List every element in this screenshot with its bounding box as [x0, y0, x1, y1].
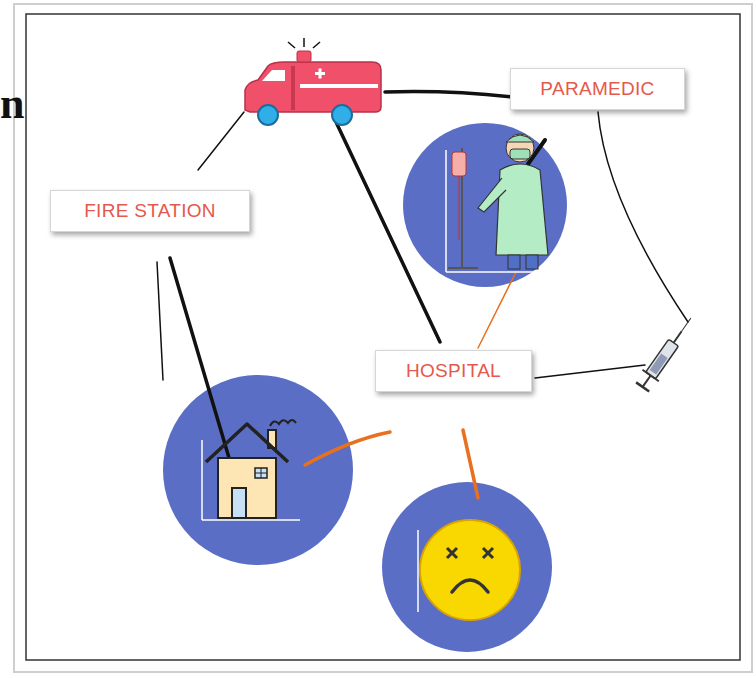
- syringe-icon: [682, 318, 691, 331]
- syringe-icon: [650, 354, 668, 375]
- sad-face-icon: [418, 520, 520, 620]
- ambulance-icon: [319, 69, 322, 79]
- ambulance-icon: [245, 38, 381, 125]
- house-icon: [255, 468, 267, 478]
- house-icon: [218, 458, 276, 518]
- house-icon: [202, 519, 300, 521]
- leader-line: [305, 432, 390, 465]
- house-icon: [201, 440, 203, 520]
- syringe-icon: [643, 375, 651, 386]
- node-label: FIRE STATION: [84, 200, 216, 222]
- ambulance-icon: [297, 51, 311, 62]
- ambulance-icon: [303, 38, 305, 47]
- sad-face-icon: [483, 548, 493, 558]
- place-box: FIRE STATION: [50, 190, 250, 232]
- leader-line: [336, 122, 440, 342]
- paramedic-icon: [506, 135, 534, 142]
- ambulance-icon: [291, 66, 295, 110]
- sad-face-icon: [452, 580, 488, 592]
- cropped-title-letter: n: [0, 78, 24, 129]
- leader-line: [385, 92, 512, 97]
- ambulance-icon: [258, 105, 278, 125]
- paramedic-icon: [446, 134, 552, 272]
- house-icon: [270, 420, 296, 426]
- paramedic-icon: [452, 152, 466, 176]
- leader-line: [157, 92, 688, 512]
- leader-line: [198, 112, 244, 170]
- paramedic-icon: [496, 164, 548, 255]
- slide-frame: [14, 4, 752, 672]
- house-icon: [202, 420, 300, 520]
- syringe-icon: [636, 382, 649, 391]
- leader-line: [157, 262, 163, 380]
- place-box: HOSPITAL: [375, 350, 532, 392]
- slide-frame: [14, 4, 752, 672]
- blue-circle: [382, 482, 552, 652]
- leader-line: [478, 272, 516, 348]
- house-icon: [232, 488, 246, 518]
- ambulance-icon: [332, 105, 352, 125]
- sad-face-icon: [417, 530, 419, 612]
- node-label: PARAMEDIC: [540, 78, 654, 100]
- paramedic-icon: [510, 149, 530, 159]
- house-icon: [206, 424, 288, 462]
- syringe-icon: [646, 339, 679, 379]
- ambulance-icon: [313, 42, 320, 48]
- paramedic-icon: [506, 134, 534, 162]
- ambulance-icon: [262, 70, 285, 81]
- blue-circle: [163, 375, 353, 565]
- leader-line: [535, 365, 645, 378]
- house-icon: [255, 473, 267, 474]
- leader-line: [598, 112, 688, 322]
- paramedic-icon: [446, 271, 552, 273]
- ambulance-icon: [288, 42, 295, 48]
- paramedic-icon: [448, 267, 478, 269]
- slide-frame: [26, 14, 740, 660]
- syringe-icon: [642, 370, 658, 381]
- leader-line: [463, 430, 478, 498]
- ambulance-icon: [300, 84, 378, 88]
- paramedic-icon: [508, 255, 520, 269]
- syringe-icon: [674, 331, 682, 342]
- sad-face-icon: [447, 548, 457, 558]
- paramedic-icon: [445, 150, 447, 272]
- blue-circle: [403, 123, 567, 287]
- paramedic-icon: [478, 178, 506, 212]
- sad-face-icon: [420, 520, 520, 620]
- node-label: HOSPITAL: [406, 360, 501, 382]
- paramedic-icon: [459, 176, 460, 240]
- role-box: PARAMEDIC: [510, 68, 685, 110]
- syringe-icon: [634, 312, 699, 392]
- paramedic-icon: [526, 255, 538, 269]
